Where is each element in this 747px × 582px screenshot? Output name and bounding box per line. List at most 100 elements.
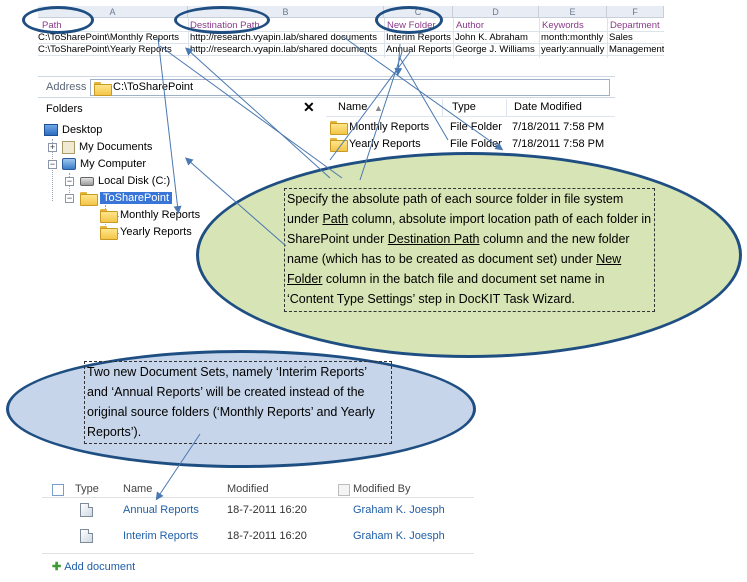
document-set-icon [80, 503, 93, 517]
cell-author-1: John K. Abraham [455, 32, 528, 43]
column-name[interactable]: Name [123, 483, 153, 495]
computer-icon [62, 158, 76, 171]
tree-item-tosharepoint[interactable]: ToSharePoint [80, 190, 173, 207]
folder-icon [80, 192, 98, 207]
column-type[interactable]: Type [452, 101, 476, 113]
connector-line [157, 37, 182, 214]
close-icon[interactable]: ✕ [303, 99, 315, 115]
cell-destination-1: http://research.vyapin.lab/shared docume… [190, 32, 377, 43]
add-document-link[interactable]: ✚Add document [52, 560, 135, 573]
item-name-link[interactable]: Interim Reports [123, 530, 199, 542]
green-callout-text: Specify the absolute path of each source… [284, 188, 655, 312]
batch-spreadsheet: A B C D E F Path Destination Path New Fo… [38, 6, 664, 58]
sharepoint-library: Type Name Modified Modified By Annual Re… [42, 462, 474, 582]
collapse-icon[interactable]: − [65, 193, 74, 203]
folder-icon [100, 226, 118, 241]
connector-line [399, 57, 449, 141]
library-header: Type Name Modified Modified By [42, 472, 474, 498]
cell-path-1: C:\ToSharePoint\Monthly Reports [38, 32, 179, 43]
tree-label: Yearly Reports [120, 226, 192, 238]
file-row[interactable]: Yearly Reports File Folder 7/18/2011 7:5… [330, 136, 615, 153]
file-type: File Folder [450, 138, 502, 150]
folders-title: Folders [46, 103, 83, 115]
documents-icon [62, 140, 75, 154]
tree-item-my-documents[interactable]: My Documents [62, 139, 152, 155]
address-label: Address [46, 81, 87, 93]
address-value: C:\ToSharePoint [113, 81, 194, 93]
item-modified-by-link[interactable]: Graham K. Joesph [353, 530, 445, 542]
file-name: Yearly Reports [348, 138, 421, 150]
table-row[interactable]: Interim Reports 18-7-2011 16:20 Graham K… [42, 526, 474, 552]
cell-destination-2: http://research.vyapin.lab/shared docume… [190, 44, 377, 55]
cell-path-2: C:\ToSharePoint\Yearly Reports [38, 44, 172, 55]
address-input[interactable]: C:\ToSharePoint [90, 79, 610, 96]
column-name[interactable]: Name [338, 101, 368, 113]
connector-line [185, 47, 331, 179]
desktop-icon [44, 124, 58, 137]
tree-label: My Documents [79, 141, 153, 153]
cell-department-2: Management [609, 44, 664, 55]
file-type: File Folder [450, 121, 502, 133]
file-list-header: Name ▲ Type Date Modified [326, 99, 615, 117]
header-keywords: Keywords [542, 20, 584, 31]
tree-label: Desktop [62, 124, 103, 136]
item-name-link[interactable]: Annual Reports [123, 504, 199, 516]
green-callout-ellipse [196, 152, 742, 358]
connector-line [155, 433, 201, 501]
item-modified-by-link[interactable]: Graham K. Joesph [353, 504, 445, 516]
highlight-ring-new-folder [375, 6, 443, 34]
tree-label: ToSharePoint [100, 192, 173, 204]
tree-label: Local Disk (C:) [98, 175, 171, 187]
tree-item-local-disk[interactable]: Local Disk (C:) [80, 173, 170, 189]
folder-icon [330, 121, 348, 136]
item-modified: 18-7-2011 16:20 [227, 530, 307, 542]
collapse-icon[interactable]: − [65, 176, 74, 186]
folders-pane: Folders ✕ Desktop + My Documents − My Co… [38, 99, 323, 247]
collapse-icon[interactable]: − [48, 159, 57, 169]
address-bar: Address C:\ToSharePoint [38, 76, 615, 98]
column-date-modified[interactable]: Date Modified [514, 101, 582, 113]
connector-line [329, 51, 411, 161]
file-row[interactable]: Monthly Reports File Folder 7/18/2011 7:… [330, 119, 615, 136]
item-modified: 18-7-2011 16:20 [227, 504, 307, 516]
file-list: Name ▲ Type Date Modified Monthly Report… [326, 99, 615, 159]
folder-icon [330, 138, 348, 153]
connector-line [184, 157, 287, 247]
file-name: Monthly Reports [349, 121, 430, 133]
highlight-ring-path [22, 6, 94, 34]
disk-icon [80, 176, 94, 186]
cell-newfolder-1: Interim Reports [386, 32, 451, 43]
tree-label: My Computer [80, 158, 147, 170]
column-modified-by[interactable]: Modified By [353, 483, 411, 495]
cell-keywords-1: month:monthly [541, 32, 604, 43]
blue-callout-text: Two new Document Sets, namely ‘Interim R… [84, 361, 392, 444]
plus-icon: ✚ [52, 561, 62, 573]
tree-item-my-computer[interactable]: My Computer [62, 156, 146, 172]
tree-item-desktop[interactable]: Desktop [44, 122, 102, 138]
file-date: 7/18/2011 7:58 PM [512, 121, 605, 133]
table-row[interactable]: Annual Reports 18-7-2011 16:20 Graham K.… [42, 500, 474, 526]
column-header-e: E [539, 6, 607, 18]
cell-author-2: George J. Williams [455, 44, 535, 55]
sort-up-icon: ▲ [374, 103, 383, 113]
cell-keywords-2: yearly:annually [541, 44, 605, 55]
cell-department-1: Sales [609, 32, 633, 43]
column-modified[interactable]: Modified [227, 483, 269, 495]
tree-item-yearly-reports[interactable]: Yearly Reports [100, 224, 192, 241]
header-author: Author [456, 20, 484, 31]
select-all-checkbox[interactable] [52, 484, 64, 496]
document-set-icon [80, 529, 93, 543]
cell-newfolder-2: Annual Reports [386, 44, 452, 55]
add-document-label: Add document [64, 561, 136, 573]
column-header-d: D [453, 6, 539, 18]
folder-icon [94, 82, 112, 96]
column-type[interactable]: Type [75, 483, 99, 495]
column-filter-checkbox[interactable] [338, 484, 350, 496]
connector-line [159, 45, 343, 179]
file-date: 7/18/2011 7:58 PM [512, 138, 605, 150]
folder-icon [100, 209, 118, 224]
expand-icon[interactable]: + [48, 142, 57, 152]
header-department: Department [610, 20, 660, 31]
column-header-f: F [607, 6, 664, 18]
